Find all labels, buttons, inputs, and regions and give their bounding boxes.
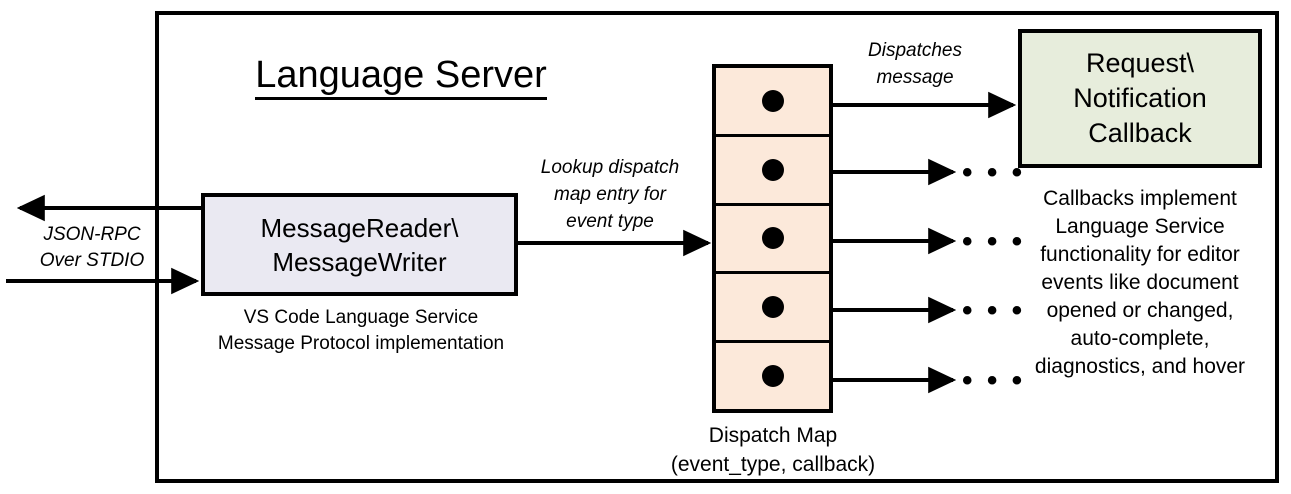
language-server-container (155, 11, 1279, 483)
callback-dot-icon (762, 296, 784, 319)
request-notification-callback-label: Request\ Notification Callback (1073, 48, 1207, 148)
page-title-text: Language Server (255, 54, 547, 100)
dispatch-map-caption: Dispatch Map (event_type, callback) (670, 424, 876, 476)
jsonrpc-transport-label: JSON-RPC Over STDIO (39, 224, 145, 271)
lookup-dispatch-label: Lookup dispatch map entry for event type (540, 157, 680, 232)
callback-dot-icon (762, 365, 784, 388)
callback-dot-icon (762, 89, 784, 112)
request-notification-callback-box[interactable]: Request\ Notification Callback (1018, 29, 1262, 168)
dispatches-message-label: Dispatches message (868, 40, 962, 88)
message-reader-writer-caption: VS Code Language Service Message Protoco… (217, 307, 505, 354)
callback-description: Callbacks implement Language Service fun… (1034, 187, 1246, 378)
ellipsis-row-3: • • • (962, 225, 1026, 258)
callback-dot-icon (762, 158, 784, 181)
ellipsis-row-4: • • • (962, 294, 1026, 327)
dispatch-map-row[interactable] (716, 206, 829, 275)
ellipsis-row-5: • • • (962, 364, 1026, 397)
dispatch-map-table[interactable] (712, 64, 833, 413)
callback-dot-icon (762, 227, 784, 250)
message-reader-writer-box[interactable]: MessageReader\ MessageWriter (201, 193, 518, 296)
page-title: Language Server (236, 52, 566, 100)
dispatch-map-row[interactable] (716, 343, 829, 409)
dispatch-map-row[interactable] (716, 137, 829, 206)
dispatch-map-row[interactable] (716, 68, 829, 137)
message-reader-writer-label: MessageReader\ MessageWriter (260, 212, 459, 277)
dispatch-map-row[interactable] (716, 274, 829, 344)
ellipsis-row-2: • • • (962, 156, 1026, 189)
